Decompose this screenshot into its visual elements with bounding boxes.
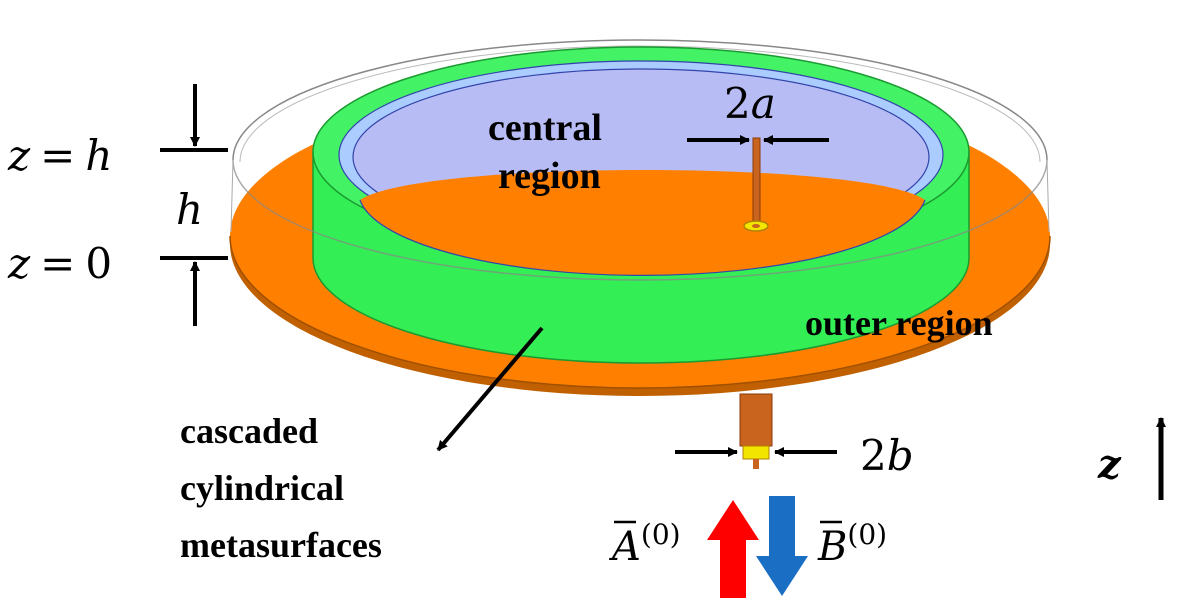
metasurface-label-line1: cascaded <box>180 411 318 451</box>
probe-pin <box>752 137 761 227</box>
z-equals-h-label: z=h <box>7 131 112 180</box>
metasurface-pointer-arrow <box>436 326 544 452</box>
coax-outer <box>739 393 773 447</box>
height-label: h <box>176 185 203 234</box>
metasurface-label-line2: cylindrical <box>180 468 344 508</box>
top-cover-right-side <box>1046 159 1050 233</box>
top-cover-left-side <box>230 159 234 233</box>
top-cover-back <box>232 39 1048 161</box>
outer-region-label: outer region <box>805 303 993 343</box>
metasurface-label-line3: metasurfaces <box>180 525 382 565</box>
incident-wave-label: A(0) <box>608 518 681 570</box>
ground-plate-rim <box>229 235 1051 389</box>
inner-diameter-label: 2a <box>724 79 776 128</box>
probe-base-hole <box>752 224 760 228</box>
coax-pin <box>753 459 759 469</box>
central-region-label-line2: region <box>498 155 601 197</box>
coax-connector <box>742 445 770 460</box>
reflected-wave-arrow <box>756 496 808 596</box>
reflected-wave-label: B(0) <box>817 518 887 570</box>
outer-diameter-label: 2b <box>860 431 914 480</box>
central-region-floor-edge <box>359 199 926 276</box>
top-cover-front <box>232 159 1048 281</box>
top-cover-back-inner <box>239 45 1041 163</box>
incident-wave-arrow <box>707 500 759 598</box>
z-equals-0-label: z=0 <box>7 239 112 288</box>
z-axis-label: z <box>1097 441 1122 488</box>
central-region-label-line1: central <box>488 107 602 149</box>
central-region-floor <box>360 170 925 276</box>
